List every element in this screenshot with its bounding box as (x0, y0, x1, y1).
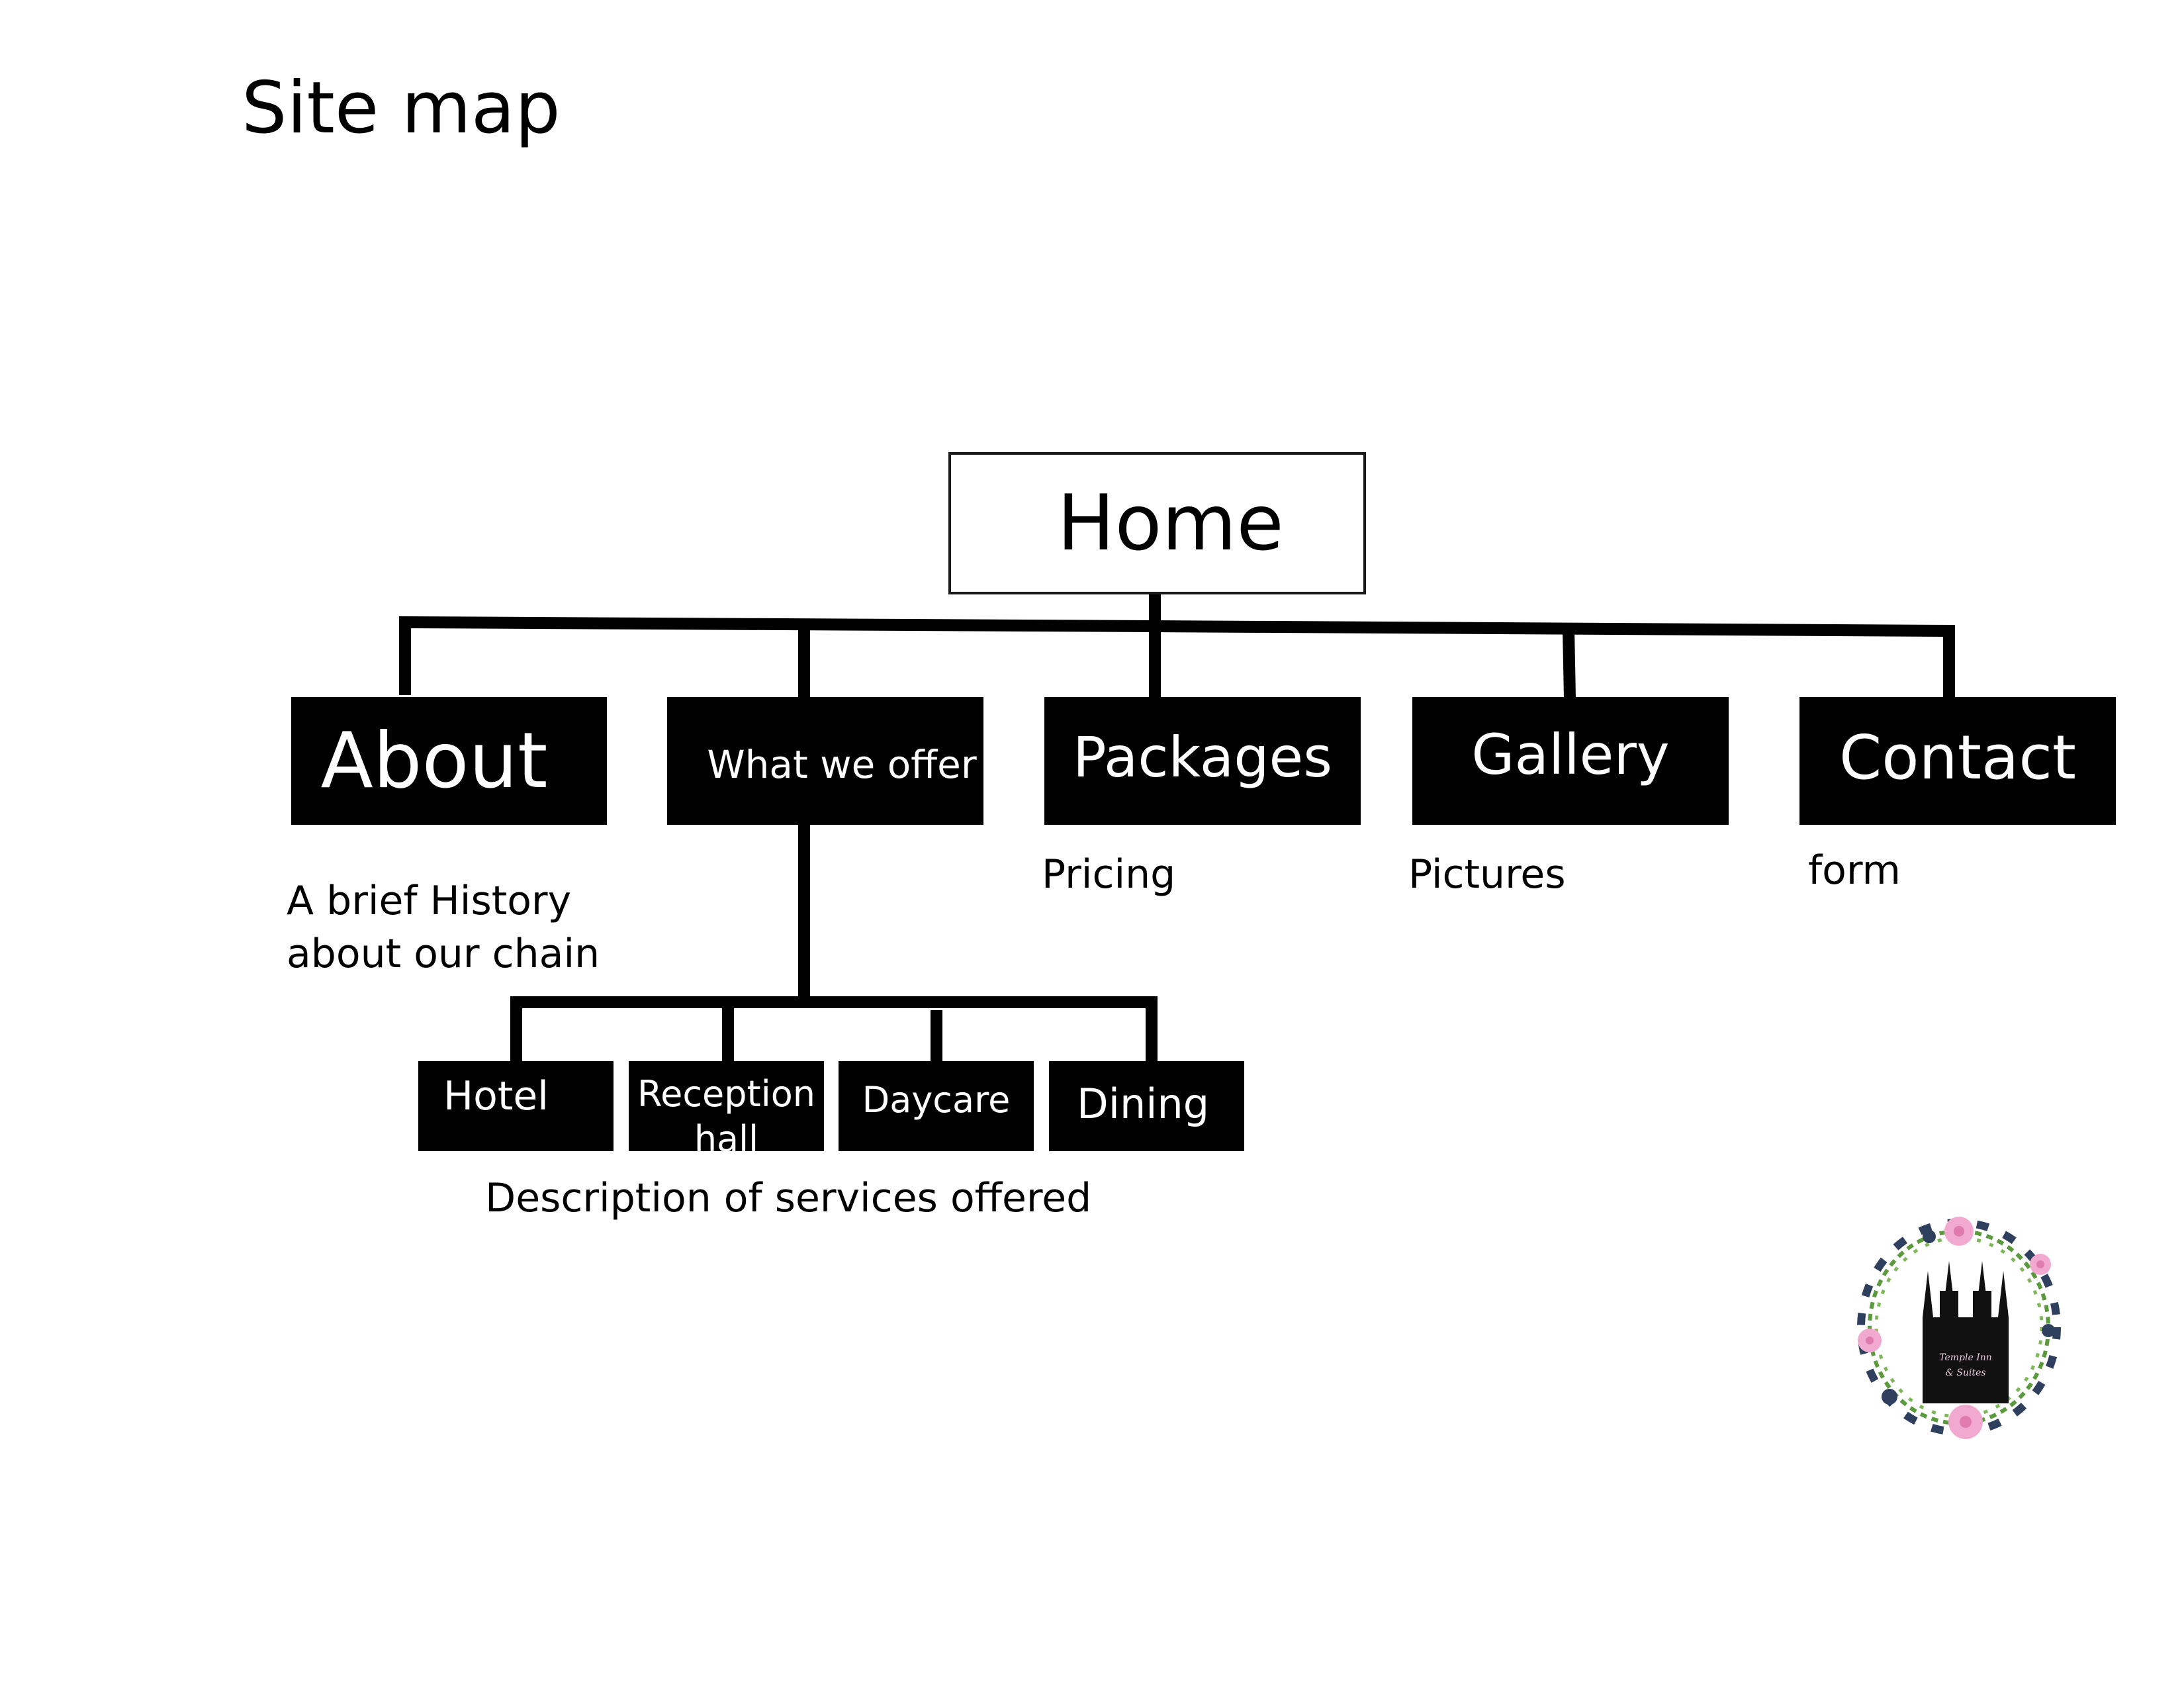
about-label: About (320, 716, 548, 806)
flowers (1858, 1217, 2055, 1439)
hotel-node: Hotel (418, 1061, 614, 1151)
gallery-label: Gallery (1471, 722, 1670, 787)
packages-note: Pricing (1042, 851, 1176, 898)
logo-text-line2: & Suites (1945, 1368, 1985, 1378)
logo-text-line1: Temple Inn (1939, 1352, 1992, 1363)
what-we-offer-node: What we offer (667, 697, 983, 825)
gallery-note: Pictures (1408, 851, 1566, 898)
contact-node: Contact (1799, 697, 2116, 825)
connector-top-bus (399, 616, 1955, 698)
daycare-node: Daycare (839, 1061, 1034, 1151)
contact-note: form (1808, 847, 1901, 894)
page-title: Site map (242, 67, 561, 150)
about-note: A brief History about our chain (287, 878, 600, 977)
reception-hall-label: Reception hall (637, 1073, 815, 1151)
home-label: Home (1057, 479, 1284, 568)
dining-label: Dining (1077, 1079, 1210, 1128)
hotel-label: Hotel (443, 1073, 549, 1119)
gallery-node: Gallery (1412, 697, 1729, 825)
temple-inn-logo: Temple Inn & Suites (1857, 1217, 2061, 1439)
daycare-label: Daycare (862, 1078, 1011, 1121)
temple-icon (1923, 1261, 2009, 1403)
what-we-offer-label: What we offer (707, 741, 977, 787)
services-note: Description of services offered (485, 1175, 1092, 1221)
connector-gallery (1563, 628, 1576, 699)
dining-node: Dining (1049, 1061, 1244, 1151)
connector-lower-bus (510, 996, 1158, 1064)
packages-node: Packages (1044, 697, 1361, 825)
packages-label: Packages (1073, 724, 1332, 790)
contact-label: Contact (1839, 722, 2076, 793)
about-node: About (291, 697, 607, 825)
home-node: Home (948, 452, 1366, 594)
reception-hall-node: Reception hall (629, 1061, 824, 1151)
